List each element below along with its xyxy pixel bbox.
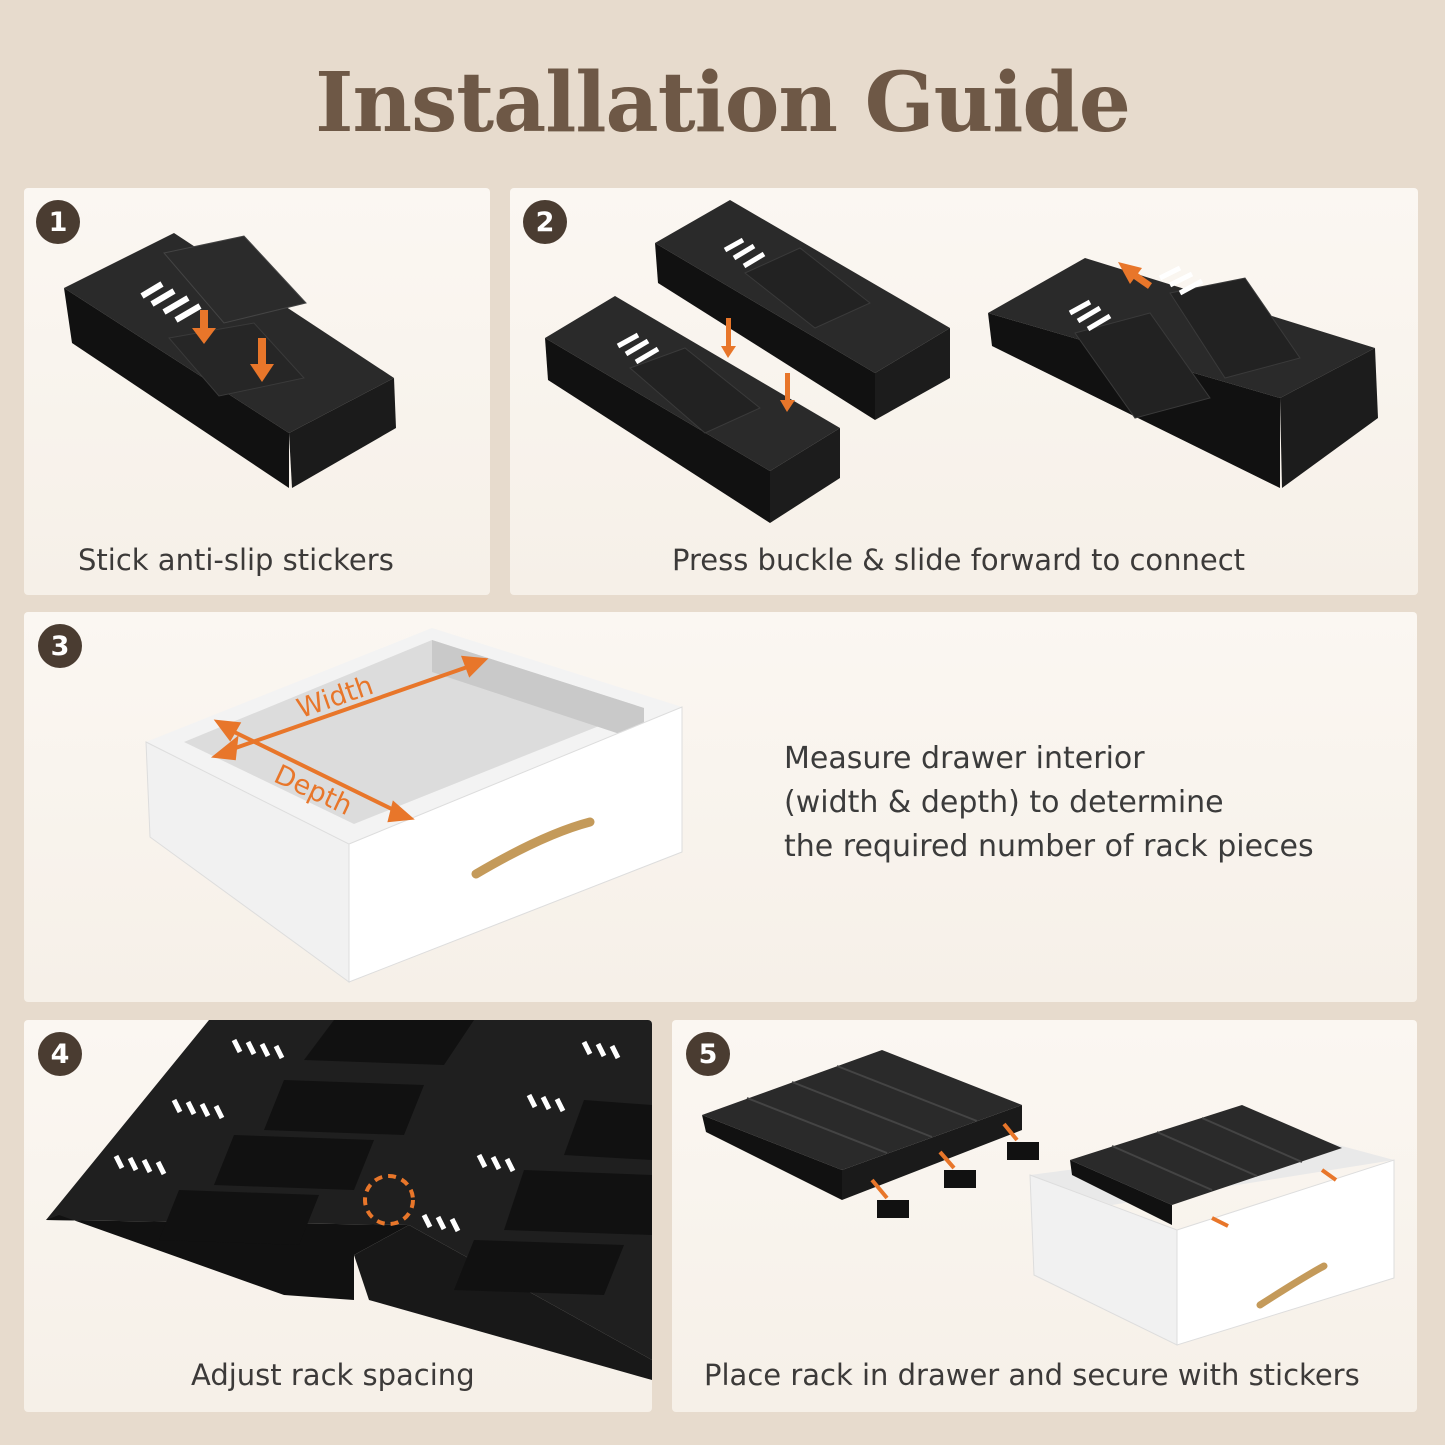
step-2-illustration [545,200,1378,523]
arrow-down-icon [721,318,795,412]
step-2-badge: 2 [523,200,567,244]
arrow-up-icon [870,1122,1019,1200]
step-3-badge: 3 [38,624,82,668]
step-3-caption: Measure drawer interior (width & depth) … [784,737,1314,869]
step-3-caption-line-2: (width & depth) to determine [784,785,1224,820]
page-title: Installation Guide [315,55,1131,151]
step-5-illustration [702,1050,1395,1346]
drawer-handle [1256,1262,1328,1309]
step-1-caption: Stick anti-slip stickers [78,543,394,577]
step-4-panel: 4 Adjust rack spacing [24,1020,652,1412]
step-4-caption: Adjust rack spacing [191,1358,475,1392]
arrow-down-icon [192,310,274,382]
drawer-handle [471,817,595,879]
step-2-caption: Press buckle & slide forward to connect [672,543,1246,577]
step-5-caption: Place rack in drawer and secure with sti… [704,1358,1360,1392]
step-1-badge: 1 [36,200,80,244]
step-1-illustration [64,233,396,488]
step-5-panel: 5 Place rack in drawer and secure with s… [672,1020,1417,1412]
step-3-caption-line-1: Measure drawer interior [784,741,1145,776]
step-1-panel: 1 Stick anti-slip stickers [24,188,490,595]
step-5-badge: 5 [686,1032,730,1076]
step-3-panel: 3 Width Depth Measure drawer interior (w… [24,612,1417,1002]
arrow-up-left-icon [1118,262,1153,289]
step-2-panel: 2 Press buckle & slide for [510,188,1418,595]
drawer-illustration [145,628,683,983]
highlight-circle [363,1174,415,1226]
step-3-caption-line-3: the required number of rack pieces [784,829,1314,864]
step-4-badge: 4 [38,1032,82,1076]
step-4-illustration [46,1020,652,1380]
